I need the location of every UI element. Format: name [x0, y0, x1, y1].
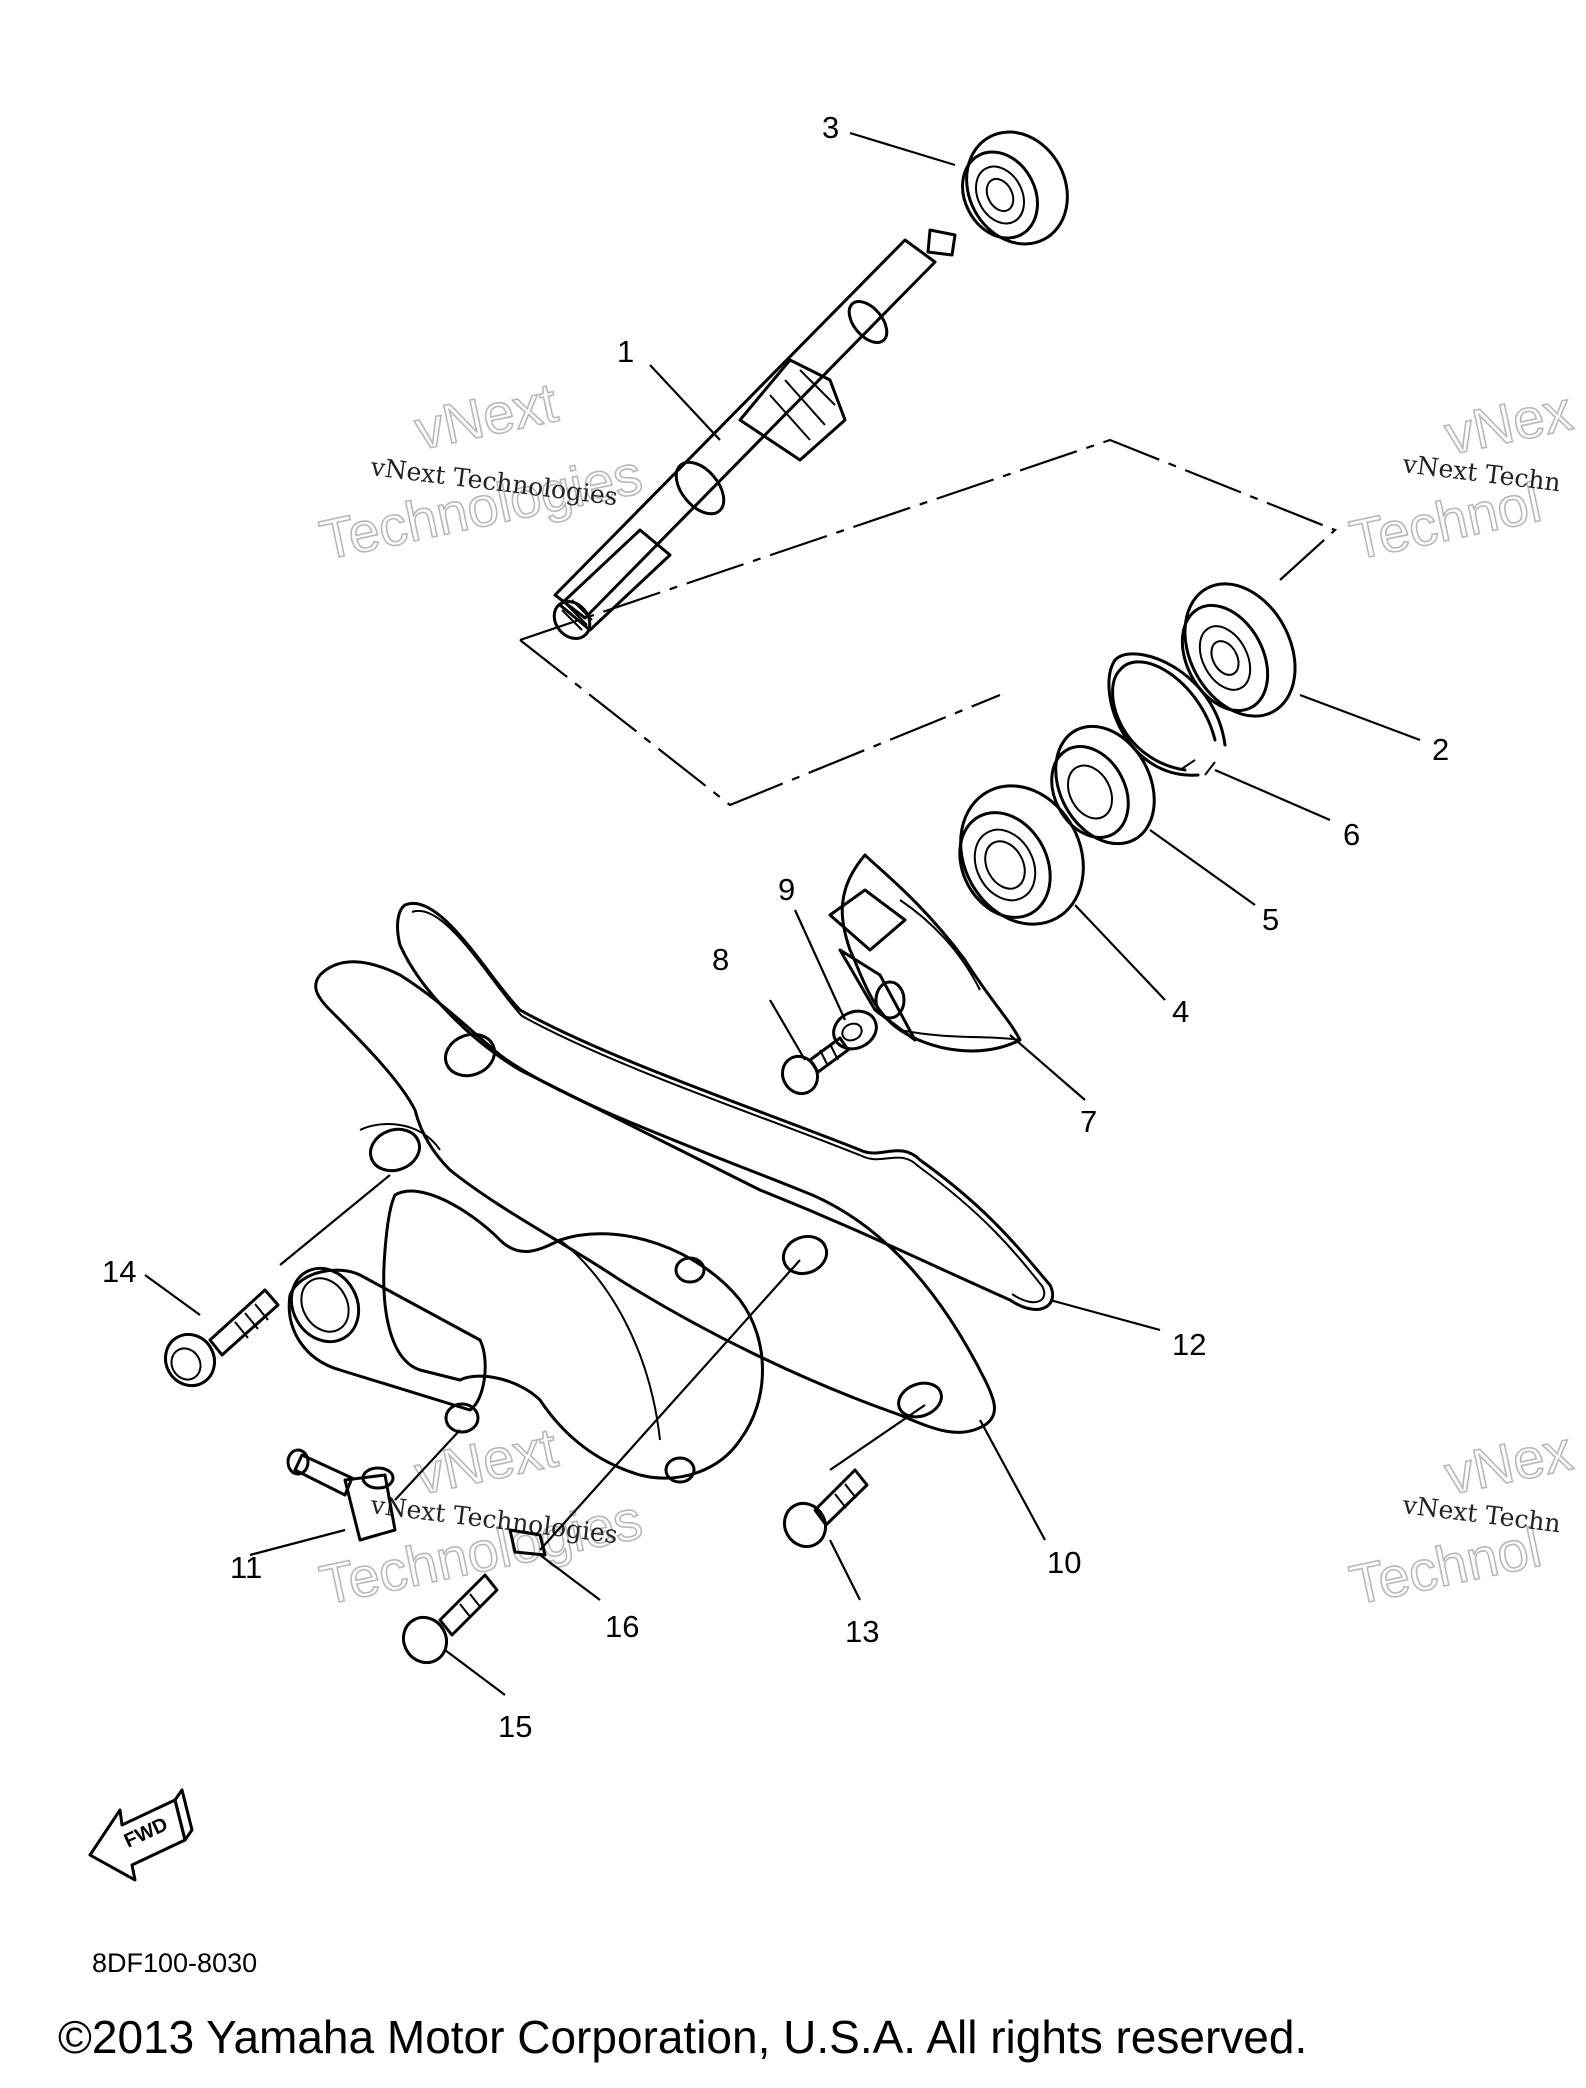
pump-cover-part — [314, 960, 996, 1434]
callout-1: 1 — [617, 334, 634, 369]
water-pump-body-part — [287, 1189, 764, 1484]
assembly-bracket — [519, 438, 1338, 807]
callout-7: 7 — [1080, 1104, 1097, 1139]
svg-text:vNex: vNex — [1439, 379, 1577, 467]
watermark-bottom-right: vNex Technol vNext Techn — [1344, 1418, 1579, 1618]
callout-8: 8 — [712, 942, 729, 977]
callout-9: 9 — [778, 872, 795, 907]
watermark-top-right: vNex Technol vNext Techn — [1344, 378, 1579, 573]
svg-text:vNext: vNext — [409, 370, 563, 461]
bolt-14-part — [163, 1288, 280, 1388]
bolt-13-part — [782, 1468, 869, 1549]
callout-12: 12 — [1172, 1327, 1206, 1362]
callout-14: 14 — [102, 1254, 136, 1289]
circlip-part — [1107, 652, 1227, 777]
callout-16: 16 — [605, 1609, 639, 1644]
bearing-top-part — [961, 130, 1069, 246]
watermark-bottom-left: vNext Technologies vNext Technologies — [314, 1414, 648, 1617]
leader-lines — [144, 131, 1421, 1696]
callout-5: 5 — [1262, 902, 1279, 937]
svg-text:vNex: vNex — [1439, 1419, 1577, 1507]
bolt-16-part — [508, 1528, 547, 1557]
impeller-shaft-part — [552, 228, 957, 640]
oil-seal-part — [1050, 724, 1156, 846]
callout-3: 3 — [822, 110, 839, 145]
impeller-part — [828, 853, 1022, 1053]
watermark-top-left: vNext Technologies vNext Technologies — [314, 369, 648, 572]
copyright-text: ©2013 Yamaha Motor Corporation, U.S.A. A… — [58, 2011, 1308, 2063]
fwd-arrow-icon: FWD — [88, 1788, 194, 1882]
impeller-bolt-part — [780, 1036, 850, 1096]
mechanical-seal-part — [958, 784, 1085, 926]
bolt-15-part — [401, 1573, 499, 1665]
washer-part — [832, 1009, 878, 1051]
callout-11: 11 — [230, 1550, 262, 1585]
callout-10: 10 — [1047, 1545, 1081, 1580]
svg-text:FWD: FWD — [121, 1813, 172, 1852]
callout-15: 15 — [498, 1709, 532, 1744]
diagram-code: 8DF100-8030 — [92, 1948, 258, 1978]
callout-2: 2 — [1432, 732, 1449, 767]
callout-4: 4 — [1172, 994, 1189, 1029]
hose-fitting-part — [286, 1448, 397, 1542]
callout-13: 13 — [845, 1614, 879, 1649]
callout-6: 6 — [1343, 817, 1360, 852]
bearing-part — [1180, 582, 1297, 718]
